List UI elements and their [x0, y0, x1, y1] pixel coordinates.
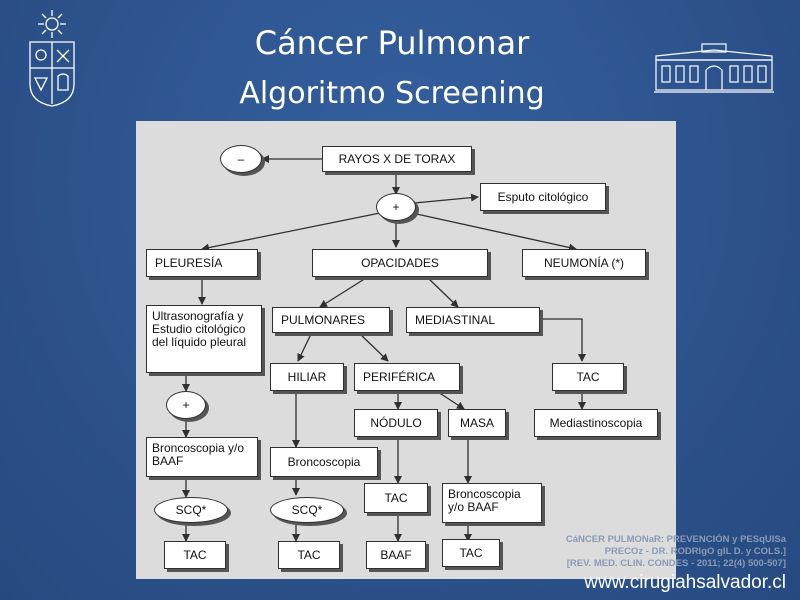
node-pulmonares: PULMONARES: [272, 307, 390, 333]
node-tac-nodulo: TAC: [364, 483, 428, 513]
node-periferica: PERIFÉRICA: [354, 363, 460, 391]
edge-positivo-pleuresia: [201, 212, 381, 252]
node-broncoscopia-hiliar: Broncoscopia: [270, 447, 378, 477]
node-tac-3: TAC: [442, 539, 500, 567]
edge-positivo-neumonia: [411, 212, 577, 252]
node-broncoscopia-baaf-1: Broncoscopia y/o BAAF: [146, 437, 258, 477]
node-tac-2: TAC: [278, 541, 340, 569]
node-baaf: BAAF: [366, 541, 426, 569]
citation-line-3: [REV. MED. CLIN. CONDES - 2011; 22(4) 50…: [566, 558, 786, 569]
edge-opacidades-mediastinal: [427, 277, 459, 308]
edge-opacidades-pulmonares: [319, 277, 367, 308]
node-broncoscopia-baaf-2: Broncoscopia y/o BAAF: [442, 483, 542, 523]
edge-pulmonares-periferica: [357, 331, 389, 362]
node-mediastinoscopia: Mediastinoscopia: [534, 409, 658, 437]
hospital-building-icon: [654, 43, 774, 93]
node-hiliar: HILIAR: [270, 363, 344, 391]
node-scq-2: SCQ*: [270, 497, 344, 523]
edge-periferica-masa: [437, 391, 465, 410]
website-url: www.cirugiahsalvador.cl: [584, 572, 786, 593]
node-tac-1: TAC: [164, 541, 226, 569]
edge-mediastinal-tac: [540, 318, 586, 362]
node-pleuresia: PLEURESÍA: [146, 249, 258, 277]
node-negativo: –: [220, 145, 262, 173]
university-seal-icon: [29, 10, 75, 107]
edge-pulmonares-hiliar: [297, 331, 313, 362]
node-positivo-2: +: [166, 391, 206, 419]
node-tac-mediastinal: TAC: [552, 363, 624, 391]
flowchart-connectors: [182, 155, 586, 542]
node-nodulo: NÓDULO: [354, 409, 438, 437]
slide-title: Cáncer Pulmonar: [254, 24, 530, 62]
node-neumonia: NEUMONÍA (*): [522, 249, 646, 277]
citation: CáNCER PULMONaR: PREVENCIÓN y PESqUISa P…: [520, 534, 786, 570]
citation-line-2: PRECOz - DR. RODRIgO gIL D. y COLS.]: [604, 546, 786, 557]
flowchart-panel: – RAYOS X DE TORAX + Esputo citológico P…: [136, 121, 676, 579]
node-masa: MASA: [448, 409, 506, 437]
node-mediastinal: MEDIASTINAL: [406, 307, 540, 333]
node-ultrasonografia: Ultrasonografía y Estudio citológico del…: [146, 305, 262, 373]
node-esputo: Esputo citológico: [480, 183, 606, 211]
node-positivo-1: +: [376, 193, 416, 221]
node-scq-1: SCQ*: [154, 497, 228, 523]
node-rayos-x: RAYOS X DE TORAX: [322, 146, 472, 172]
node-opacidades: OPACIDADES: [312, 249, 488, 277]
edge-positivo-esputo: [413, 193, 479, 204]
citation-line-1: CáNCER PULMONaR: PREVENCIÓN y PESqUISa: [565, 534, 786, 545]
slide-subtitle: Algoritmo Screening: [239, 76, 545, 111]
